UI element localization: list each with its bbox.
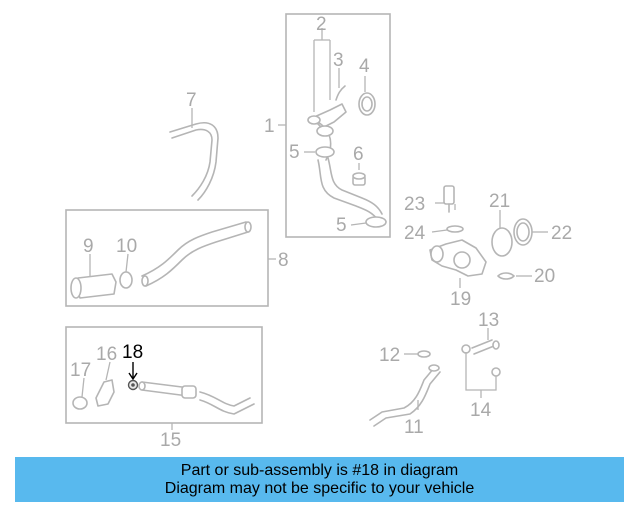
callout-6: 6 (353, 144, 364, 165)
callout-9: 9 (83, 236, 94, 257)
callout-17: 17 (70, 360, 91, 381)
part-pipe-15 (138, 381, 255, 415)
part-oring-24 (446, 225, 464, 233)
part-clamp-5-upper (315, 146, 335, 158)
part-housing-19 (429, 239, 487, 277)
group-box-8 (65, 209, 269, 307)
callout-8: 8 (278, 250, 289, 271)
callout-23: 23 (404, 194, 425, 215)
callout-2: 2 (316, 14, 327, 35)
banner-line-part-number: Part or sub-assembly is #18 in diagram (180, 461, 459, 479)
leader-lines (81, 28, 548, 430)
callout-4: 4 (359, 56, 370, 77)
part-housing-9 (70, 273, 117, 299)
callout-20: 20 (534, 266, 555, 287)
part-oring-4 (358, 92, 376, 116)
callout-21: 21 (489, 191, 510, 212)
callout-13: 13 (478, 310, 499, 331)
part-cap-6 (352, 172, 366, 186)
group-box-15 (65, 326, 263, 424)
banner-line-disclaimer: Diagram may not be specific to your vehi… (164, 479, 475, 497)
part-lower-hose (317, 157, 383, 221)
part-clamp-17 (72, 396, 88, 410)
part-hose-13 (461, 339, 501, 377)
callout-10: 10 (116, 236, 137, 257)
part-oring-12 (417, 350, 431, 358)
callout-19: 19 (450, 289, 471, 310)
part-pipe-7 (169, 122, 219, 201)
callout-22: 22 (551, 223, 572, 244)
info-banner: Part or sub-assembly is #18 in diagram D… (15, 457, 624, 502)
part-hose-8 (141, 221, 252, 287)
callout-14: 14 (470, 400, 492, 421)
part-clip-20 (497, 272, 515, 280)
part-clamp-5-lower (365, 216, 387, 228)
callout-7: 7 (186, 90, 197, 111)
callout-5-lower: 5 (336, 215, 347, 236)
part-thermostat-21 (491, 227, 513, 257)
callout-1: 1 (264, 116, 275, 137)
group-box-1 (285, 13, 391, 238)
callout-16: 16 (96, 344, 117, 365)
part-seal-18 (127, 379, 139, 391)
part-gasket-22 (513, 218, 533, 246)
part-bracket-16 (95, 379, 115, 407)
callout-numbers: 1 2 3 4 5 6 5 7 8 9 10 23 21 24 22 20 19… (70, 14, 572, 451)
callout-3: 3 (333, 50, 344, 71)
callout-5-upper: 5 (289, 142, 300, 163)
callout-24: 24 (404, 223, 426, 244)
callout-18-highlighted: 18 (122, 342, 143, 363)
callout-11: 11 (404, 417, 424, 438)
part-pipe-11 (369, 364, 441, 427)
part-clamp-10 (119, 271, 133, 289)
part-sensor-23 (443, 185, 455, 213)
callout-15: 15 (160, 430, 181, 451)
callout-12: 12 (379, 345, 400, 366)
